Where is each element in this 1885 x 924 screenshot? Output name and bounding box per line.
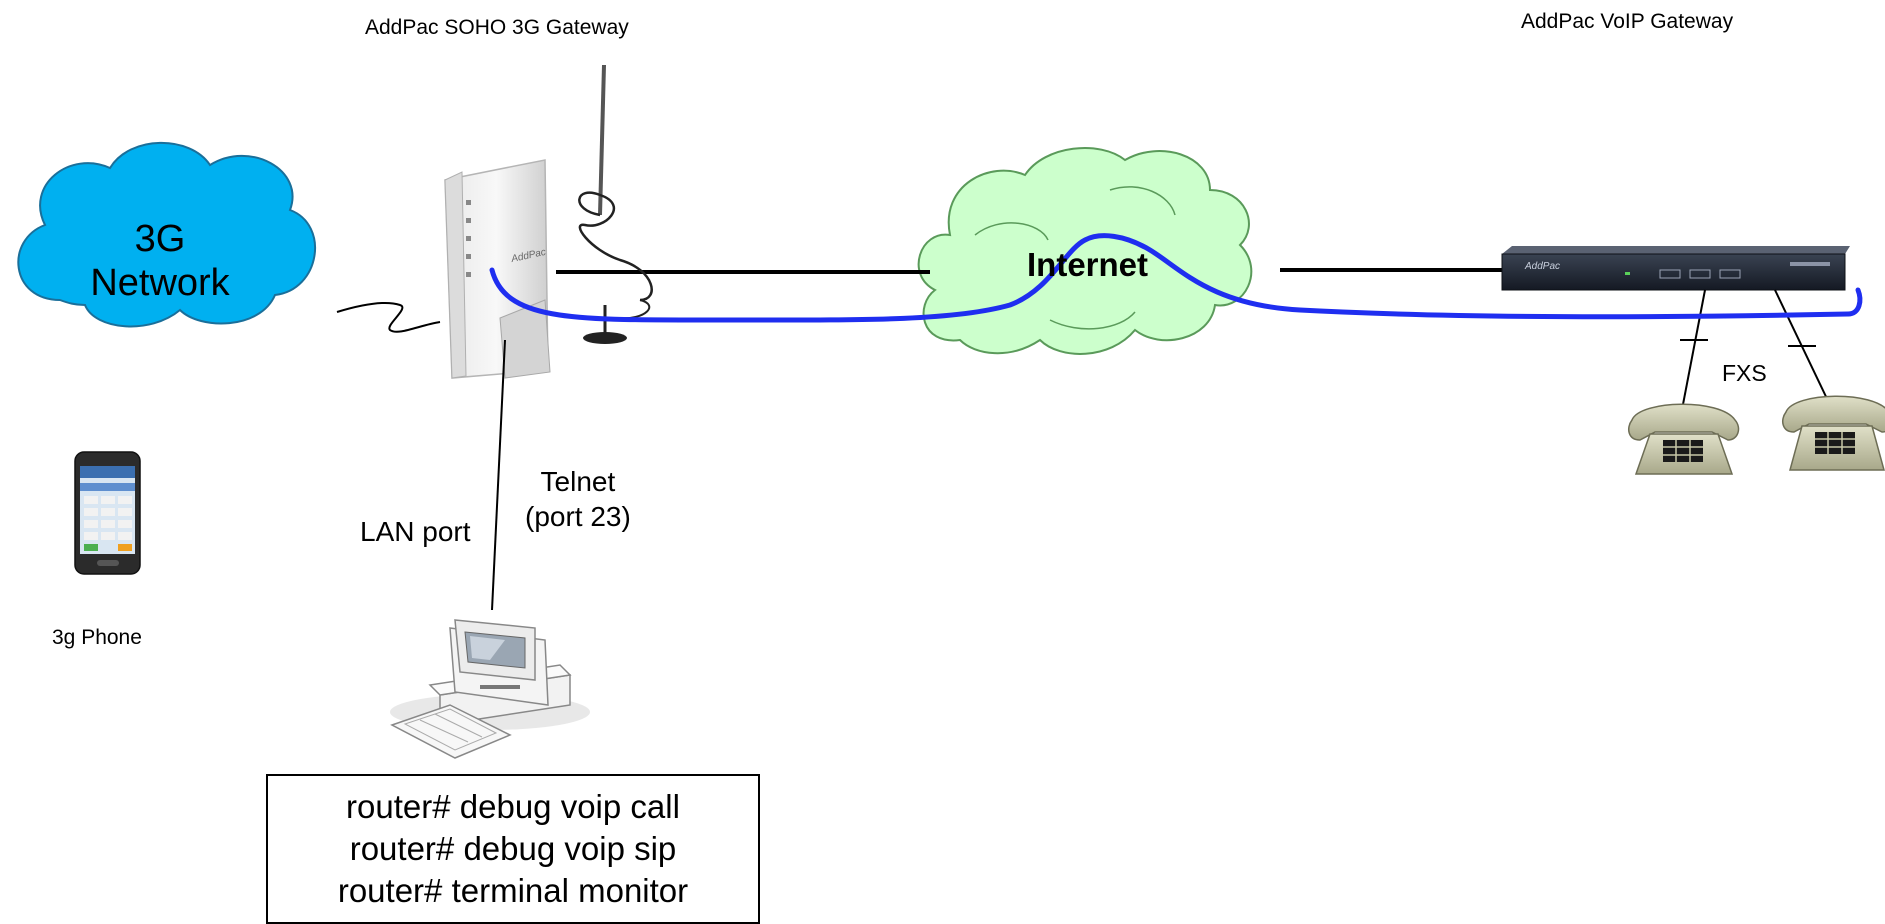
telnet-label: Telnet (port 23) <box>525 464 631 534</box>
command-box: router# debug voip call router# debug vo… <box>266 774 760 924</box>
rack-gateway-device-icon: AddPac <box>1501 246 1850 291</box>
wireless-link-3g <box>336 302 441 333</box>
network-3g-line2: Network <box>90 261 230 304</box>
desk-phone-icon <box>1781 395 1885 471</box>
command-line: router# terminal monitor <box>337 871 689 909</box>
desktop-pc-icon <box>390 619 590 759</box>
network-3g-label: 3G Network <box>80 218 240 305</box>
network-3g-line1: 3G <box>134 218 186 260</box>
soho-gateway-label: AddPac SOHO 3G Gateway <box>365 16 629 39</box>
telnet-line1: Telnet <box>540 466 616 497</box>
command-line: router# debug voip sip <box>349 829 677 867</box>
fxs-label: FXS <box>1722 360 1767 386</box>
internet-label: Internet <box>1027 246 1149 283</box>
phone-3g-label: 3g Phone <box>52 626 142 649</box>
cloud-3g-icon <box>17 141 316 328</box>
smartphone-icon <box>74 451 141 575</box>
soho-gateway-device-icon: AddPac <box>444 64 653 379</box>
voip-gateway-label: AddPac VoIP Gateway <box>1521 10 1734 33</box>
command-line: router# debug voip call <box>346 788 680 825</box>
voip-brand: AddPac <box>1524 261 1560 272</box>
call-path-branch <box>1845 287 1863 317</box>
call-path <box>489 233 1851 323</box>
fxs-line-1 <box>1679 289 1706 421</box>
cloud-internet-icon <box>917 147 1253 355</box>
fxs-line-2 <box>1774 289 1831 406</box>
lan-port-label: LAN port <box>360 516 471 547</box>
telnet-line2: (port 23) <box>525 501 631 532</box>
lan-cable <box>491 339 506 611</box>
desk-phone-icon <box>1627 403 1740 475</box>
